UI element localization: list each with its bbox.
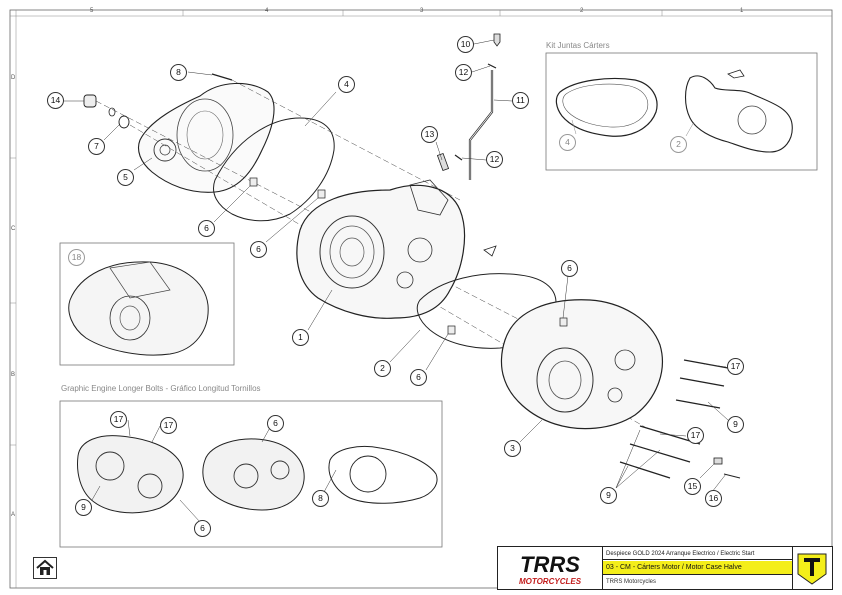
callout-5: 5 bbox=[117, 169, 134, 186]
bolt-graphic-2 bbox=[202, 438, 305, 511]
callout-6d: 6 bbox=[561, 260, 578, 277]
bolts-callout-17a: 17 bbox=[110, 411, 127, 428]
title-company: TRRS Motorcycles bbox=[606, 579, 657, 585]
gasket-2-outline bbox=[684, 75, 793, 153]
callout-4: 4 bbox=[338, 76, 355, 93]
callout-12b: 12 bbox=[486, 151, 503, 168]
longer-bolts-title: Graphic Engine Longer Bolts - Gráfico Lo… bbox=[61, 384, 261, 393]
clutch-cover-drawing bbox=[137, 82, 275, 193]
callout-2: 2 bbox=[374, 360, 391, 377]
column-marker-4: 4 bbox=[265, 8, 269, 14]
title-block: TRRS MOTORCYCLES Despiece GOLD 2024 Arra… bbox=[497, 546, 833, 590]
callout-6a: 6 bbox=[198, 220, 215, 237]
trrs-badge-icon bbox=[797, 553, 827, 585]
column-marker-1: 1 bbox=[740, 8, 744, 14]
callout-17b: 17 bbox=[687, 427, 704, 444]
callout-17a: 17 bbox=[727, 358, 744, 375]
callout-10: 10 bbox=[457, 36, 474, 53]
callout-12: 12 bbox=[455, 64, 472, 81]
gasket-kit-title: Kit Juntas Cárters bbox=[546, 41, 610, 50]
callout-13: 13 bbox=[421, 126, 438, 143]
callout-16: 16 bbox=[705, 490, 722, 507]
callout-7: 7 bbox=[88, 138, 105, 155]
callout-14: 14 bbox=[47, 92, 64, 109]
logo-sub-text: MOTORCYCLES bbox=[519, 577, 582, 586]
bolt-graphic-3 bbox=[328, 446, 438, 504]
assembly-view-box bbox=[59, 242, 235, 366]
callout-11: 11 bbox=[512, 92, 529, 109]
callout-6c: 6 bbox=[410, 369, 427, 386]
gasket-kit-box bbox=[545, 52, 818, 171]
column-marker-3: 3 bbox=[420, 8, 424, 14]
crankcase-left-drawing bbox=[296, 184, 466, 319]
longer-bolts-box bbox=[59, 400, 443, 548]
callout-15: 15 bbox=[684, 478, 701, 495]
bolts-callout-17b: 17 bbox=[160, 417, 177, 434]
title-block-divider-2 bbox=[792, 547, 793, 589]
home-button[interactable] bbox=[33, 557, 57, 579]
bolts-callout-6b: 6 bbox=[194, 520, 211, 537]
title-block-divider bbox=[602, 547, 603, 589]
cover-gasket-drawing bbox=[213, 117, 335, 222]
assembled-engine-drawing bbox=[68, 261, 209, 356]
gasket-kit-callout-4: 4 bbox=[559, 134, 576, 151]
callout-9a: 9 bbox=[727, 416, 744, 433]
callout-3: 3 bbox=[504, 440, 521, 457]
trrs-logo: TRRS MOTORCYCLES bbox=[519, 552, 582, 586]
sheet-frame bbox=[9, 9, 833, 589]
gasket-4-outline bbox=[555, 77, 658, 137]
row-marker-b: B bbox=[11, 372, 16, 378]
title-displacement: Despiece GOLD 2024 Arranque Electrico / … bbox=[603, 548, 792, 560]
crankcase-right-drawing bbox=[500, 299, 663, 430]
callout-1: 1 bbox=[292, 329, 309, 346]
row-marker-c: C bbox=[11, 226, 16, 232]
logo-brand-text: TRRS bbox=[520, 552, 580, 577]
title-section: 03 - CM - Cárters Motor / Motor Case Hal… bbox=[603, 561, 792, 575]
callout-9b: 9 bbox=[600, 487, 617, 504]
bolts-callout-6a: 6 bbox=[267, 415, 284, 432]
gasket-kit-callout-2: 2 bbox=[670, 136, 687, 153]
column-marker-5: 5 bbox=[90, 8, 94, 14]
bolt-graphic-1 bbox=[77, 435, 184, 514]
home-icon bbox=[36, 559, 54, 575]
row-marker-d: D bbox=[11, 75, 16, 81]
bolts-callout-8: 8 bbox=[312, 490, 329, 507]
callout-6b: 6 bbox=[250, 241, 267, 258]
callout-8: 8 bbox=[170, 64, 187, 81]
bolts-callout-9: 9 bbox=[75, 499, 92, 516]
row-marker-a: A bbox=[11, 512, 16, 518]
column-marker-2: 2 bbox=[580, 8, 584, 14]
assembly-callout-18: 18 bbox=[68, 249, 85, 266]
